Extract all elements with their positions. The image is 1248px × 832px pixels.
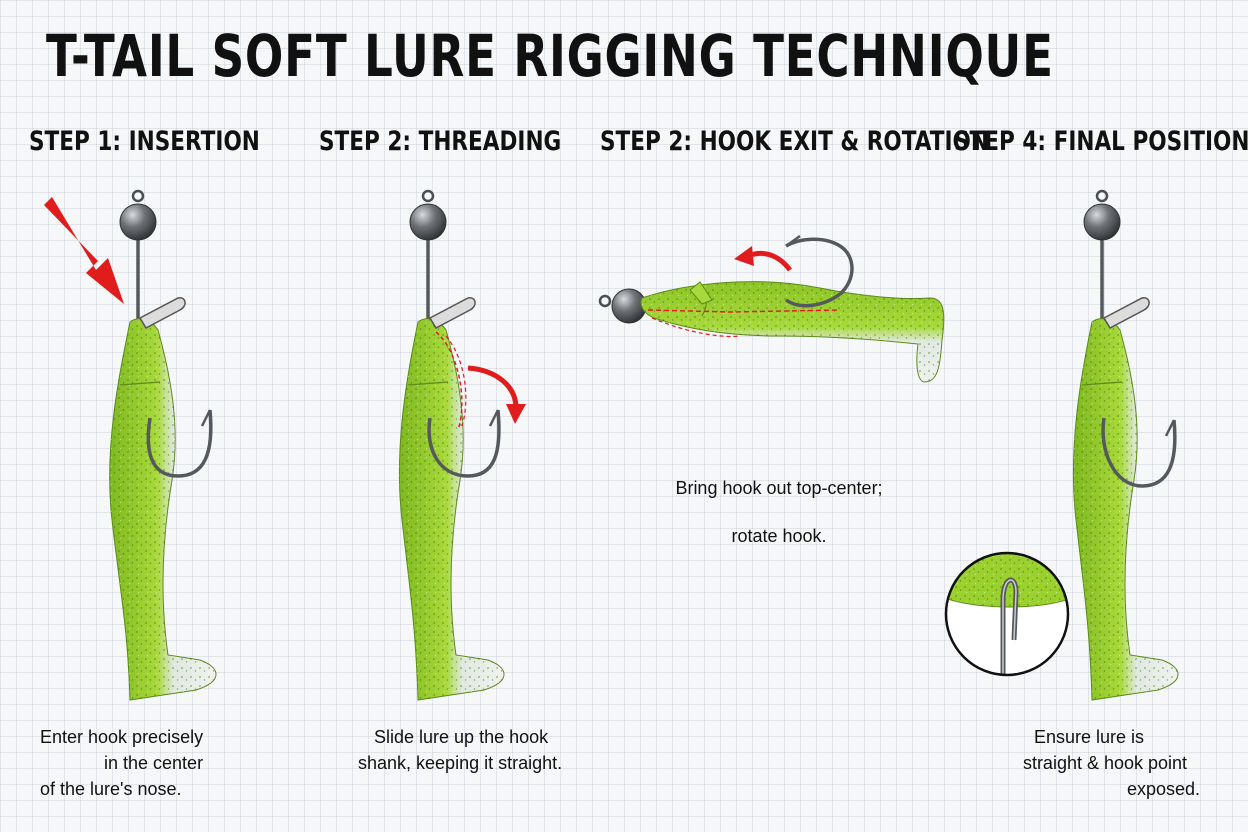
jig-eyelet [600, 296, 610, 306]
caption-line: in the center [40, 750, 203, 776]
step-3-figure [600, 236, 944, 382]
lure-nose-tab [1104, 298, 1149, 328]
jig-head [612, 289, 646, 323]
caption-line: Slide lure up the hook [358, 724, 562, 750]
hook-point-detail-inset [944, 550, 1072, 690]
jig-head [120, 204, 156, 240]
caption-line: exposed. [1010, 776, 1200, 802]
caption-line: Ensure lure is [1010, 724, 1200, 750]
step-1-caption: Enter hook precisely in the center of th… [40, 724, 203, 802]
jig-head [410, 204, 446, 240]
jig-eyelet [423, 191, 433, 201]
step-1-figure [44, 191, 216, 700]
jig-eyelet [1097, 191, 1107, 201]
insertion-arrow [44, 197, 124, 304]
step-2-figure [399, 191, 526, 700]
step-4-caption: Ensure lure is straight & hook point exp… [1010, 724, 1200, 802]
step-3-caption: Bring hook out top-center; rotate hook. [672, 476, 886, 548]
jig-head [1084, 204, 1120, 240]
lure-nose-tab [140, 298, 185, 328]
caption-line: Bring hook out top-center; [672, 476, 886, 500]
lure-nose-tab [430, 298, 475, 328]
jig-eyelet [133, 191, 143, 201]
rotation-arrow [468, 368, 516, 408]
caption-line: rotate hook. [672, 524, 886, 548]
caption-line: shank, keeping it straight. [358, 750, 562, 776]
caption-line: of the lure's nose. [40, 776, 203, 802]
rotation-arrow [748, 253, 790, 270]
step-2-caption: Slide lure up the hook shank, keeping it… [358, 724, 562, 776]
caption-line: Enter hook precisely [40, 724, 203, 750]
caption-line: straight & hook point [1010, 750, 1200, 776]
step-4-figure [944, 191, 1178, 700]
